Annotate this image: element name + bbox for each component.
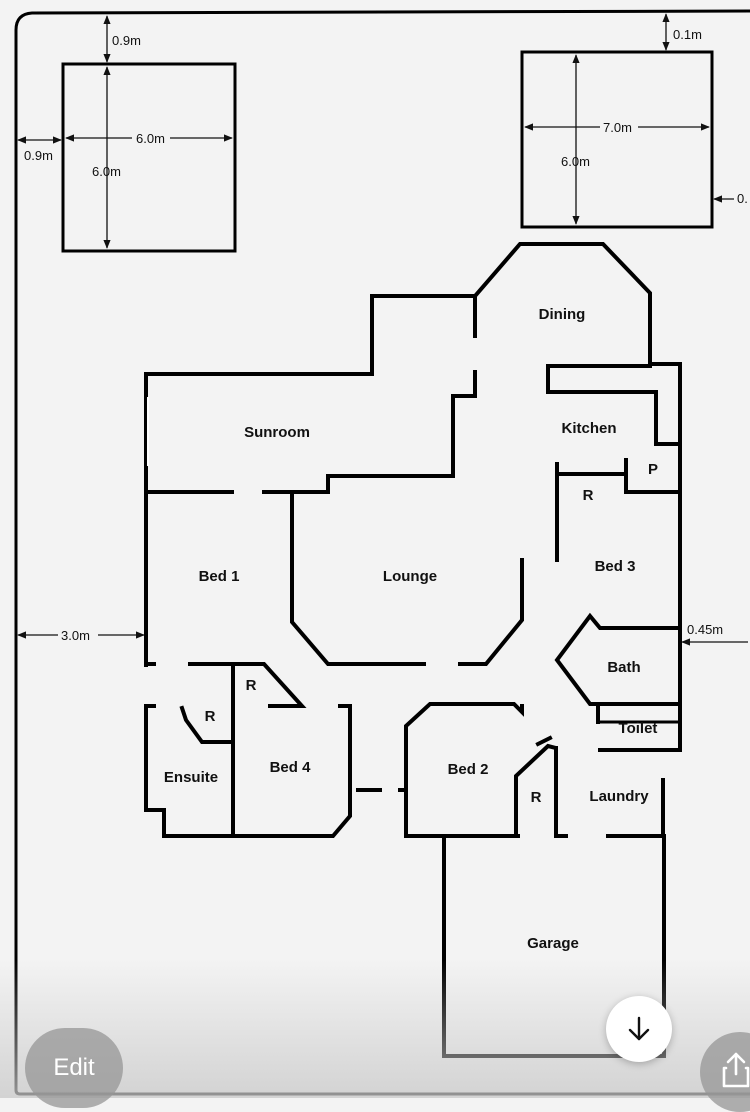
room-label-lounge: Lounge: [383, 568, 437, 585]
room-label-robe-bed4: R: [246, 677, 257, 694]
room-label-robe-bed3: R: [583, 487, 594, 504]
room-label-bed4: Bed 4: [270, 759, 312, 776]
room-label-ensuite: Ensuite: [164, 769, 218, 786]
room-label-bed1: Bed 1: [199, 568, 240, 585]
dim-right-shed-side-gap: 0.: [737, 191, 748, 206]
room-label-bed2: Bed 2: [448, 761, 489, 778]
scroll-down-button[interactable]: [606, 996, 672, 1062]
room-label-laundry: Laundry: [589, 788, 649, 805]
dim-left-shed-depth: 6.0m: [92, 164, 121, 179]
room-label-robe-ensuite: R: [205, 708, 216, 725]
room-label-toilet: Toilet: [619, 720, 658, 737]
room-label-bath: Bath: [607, 659, 640, 676]
room-label-robe-bed2: R: [531, 789, 542, 806]
edit-button[interactable]: Edit: [25, 1028, 123, 1108]
dim-right-shed-width: 7.0m: [603, 120, 632, 135]
room-label-pantry: P: [648, 461, 658, 478]
dim-right-shed-depth: 6.0m: [561, 154, 590, 169]
dim-left-shed-width: 6.0m: [136, 131, 165, 146]
share-icon: [722, 1052, 750, 1088]
dim-left-shed-top-gap: 0.9m: [112, 33, 141, 48]
dim-left-shed-side-gap: 0.9m: [24, 148, 53, 163]
dim-house-right-setback: 0.45m: [687, 622, 723, 637]
room-label-garage: Garage: [527, 935, 579, 952]
dimension-lines: [17, 13, 748, 646]
edit-button-label: Edit: [53, 1054, 95, 1081]
dim-right-shed-top-gap: 0.1m: [673, 27, 702, 42]
room-label-dining: Dining: [539, 306, 586, 323]
house-walls: [144, 242, 682, 1058]
left-shed: [61, 62, 237, 253]
room-label-sunroom: Sunroom: [244, 424, 310, 441]
room-label-bed3: Bed 3: [595, 558, 636, 575]
arrow-down-icon: [628, 1016, 650, 1041]
room-label-kitchen: Kitchen: [561, 420, 616, 437]
right-shed: [520, 50, 714, 229]
dim-house-left-setback: 3.0m: [61, 628, 90, 643]
property-boundary: [14, 9, 750, 1096]
